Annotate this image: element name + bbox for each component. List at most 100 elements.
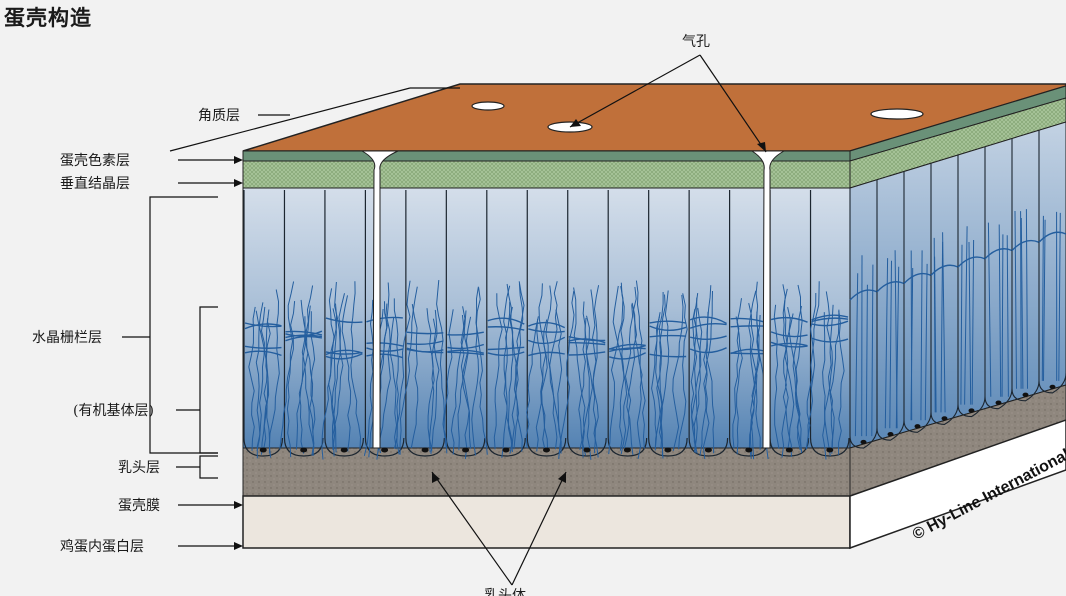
organic-matrix-fiber — [447, 331, 484, 336]
organic-fiber — [248, 306, 256, 451]
organic-fiber — [910, 250, 913, 421]
side-mammillary — [849, 384, 1066, 497]
organic-fiber — [295, 305, 311, 450]
organic-fiber — [806, 281, 820, 450]
organic-fiber — [298, 285, 314, 454]
palisade-side-column — [849, 188, 878, 449]
organic-fiber — [998, 224, 1002, 397]
organic-fiber — [426, 308, 435, 453]
organic-fiber — [1020, 217, 1024, 389]
label-pigment-layer: 蛋壳色素层 — [60, 152, 130, 169]
organic-matrix-fiber — [406, 340, 444, 346]
organic-matrix-fiber — [1038, 231, 1066, 243]
organic-fiber — [794, 284, 803, 454]
organic-fiber — [443, 309, 454, 454]
organic-fiber — [865, 284, 868, 437]
organic-fiber — [612, 285, 628, 455]
organic-fiber — [748, 302, 758, 460]
side-pigment — [849, 85, 1066, 162]
organic-fiber — [1006, 235, 1009, 397]
organic-matrix-fiber — [285, 335, 323, 342]
organic-fiber — [503, 285, 513, 454]
organic-fiber — [773, 304, 780, 449]
organic-fiber — [782, 288, 792, 457]
label-shell-membrane: 蛋壳膜 — [118, 497, 160, 514]
pore-opening-top — [471, 101, 505, 111]
label-albumen-layer: 鸡蛋内蛋白层 — [60, 538, 144, 555]
side-membrane — [849, 419, 1066, 550]
organic-matrix-fiber — [984, 248, 1013, 260]
organic-matrix-fiber — [366, 342, 404, 347]
organic-matrix-fiber — [649, 353, 687, 358]
organic-matrix-fiber — [487, 317, 525, 325]
organic-fiber — [781, 313, 794, 458]
organic-matrix-fiber — [849, 289, 878, 301]
shell-membrane — [242, 495, 851, 549]
organic-fiber — [493, 293, 503, 450]
organic-matrix-fiber — [609, 344, 646, 351]
organic-fiber — [592, 285, 600, 454]
mammillary-body-core — [1049, 384, 1056, 390]
organic-matrix-fiber — [568, 341, 606, 346]
organic-fiber — [393, 280, 411, 449]
organic-fiber — [895, 266, 900, 429]
organic-matrix-fiber — [811, 337, 849, 343]
label-vertical-crystal-layer: 垂直结晶层 — [60, 175, 130, 192]
leader-lines — [122, 54, 767, 586]
organic-fiber — [623, 304, 634, 449]
organic-fiber — [964, 226, 968, 405]
organic-fiber — [889, 260, 892, 429]
mammillary-body-core — [968, 408, 975, 413]
palisade-column — [526, 190, 567, 457]
organic-fiber — [525, 316, 539, 449]
organic-fiber — [691, 308, 698, 453]
organic-fiber — [428, 318, 437, 451]
page-title: 蛋壳构造 — [4, 6, 92, 30]
organic-matrix-fiber — [770, 341, 808, 348]
organic-matrix-fiber — [528, 351, 565, 357]
mammillary-body-core — [502, 447, 510, 453]
organic-fiber — [555, 309, 563, 454]
organic-fiber — [263, 309, 271, 454]
organic-matrix-fiber — [876, 281, 905, 293]
organic-fiber — [399, 286, 418, 455]
organic-matrix-fiber — [649, 320, 687, 324]
organic-matrix-fiber — [649, 325, 687, 331]
mammillary-body-core — [1022, 392, 1029, 397]
mammillary-body-core — [785, 447, 793, 453]
organic-fiber — [656, 292, 664, 449]
organic-matrix-fiber — [689, 323, 727, 329]
palisade-column — [283, 190, 324, 457]
organic-matrix-fiber — [285, 330, 323, 336]
mammillary-body-core — [995, 400, 1002, 405]
organic-fiber — [608, 286, 624, 455]
organic-matrix-fiber — [903, 272, 932, 284]
label-cuticle: 角质层 — [198, 108, 240, 124]
mammillary-body-core — [941, 416, 948, 421]
organic-matrix-fiber — [528, 328, 565, 333]
organic-fiber — [626, 286, 638, 455]
organic-fiber — [350, 281, 362, 450]
organic-matrix-fiber — [325, 353, 363, 360]
organic-fiber — [331, 308, 337, 453]
organic-fiber — [934, 256, 937, 413]
mammillary-body-core — [914, 424, 921, 429]
palisade-column — [324, 190, 364, 457]
organic-fiber — [1043, 219, 1046, 381]
organic-fiber — [363, 299, 374, 457]
palisade-side-column — [930, 163, 959, 425]
palisade-column — [648, 190, 688, 457]
organic-fiber — [693, 307, 703, 452]
organic-fiber — [968, 241, 972, 405]
palisade-column — [405, 190, 445, 457]
organic-fiber — [871, 264, 874, 437]
mammillary-body-core — [860, 439, 867, 445]
organic-fiber — [378, 282, 391, 451]
organic-matrix-fiber — [608, 352, 646, 360]
mammillary-body-core — [259, 447, 267, 453]
organic-fiber — [558, 290, 575, 459]
organic-matrix-fiber — [487, 351, 525, 356]
organic-fiber — [513, 281, 525, 450]
organic-fiber — [838, 310, 845, 455]
pore-canal — [360, 150, 399, 449]
